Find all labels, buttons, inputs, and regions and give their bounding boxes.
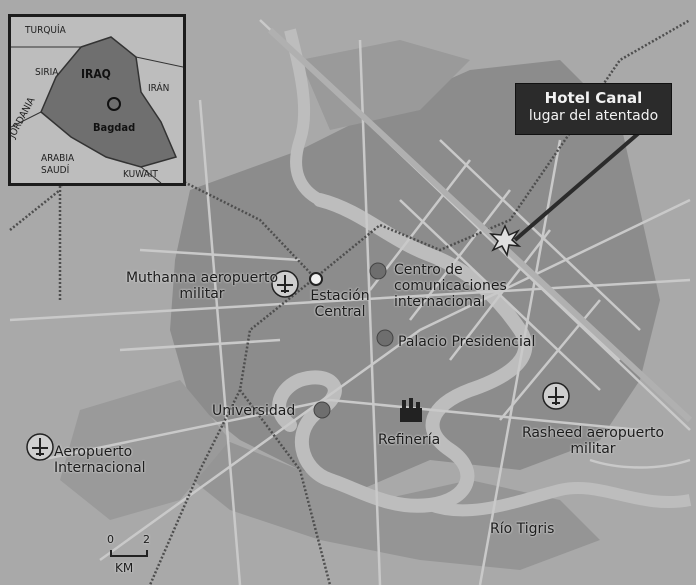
inset-country-siria: SIRIA [35,67,59,78]
explosion-icon [488,224,522,258]
railway-station-icon [309,272,323,286]
label-universidad: Universidad [212,403,296,419]
urban-area-west [60,380,230,520]
inset-capital: Bagdad [93,121,136,134]
scale-bar: 0 2 KM [105,532,165,582]
landmark-dot-icon [376,329,394,347]
inset-country-kuwait: KUWAIT [123,169,158,180]
callout-pointer [513,130,642,242]
landmark-dot-icon [313,401,331,419]
label-muthanna: Muthanna aeropuerto militar [125,270,279,302]
label-rasheed: Rasheed aeropuerto militar [521,425,665,457]
label-centro-comunicaciones: Centro de comunicaciones internacional [394,262,507,310]
urban-area-north [300,40,470,130]
scale-min: 0 [107,533,114,546]
inset-locator-map: TURQUÍA SIRIA IRÁN JORDANIA ARABIA SAUDÍ… [8,14,186,186]
label-refineria: Refinería [378,432,441,448]
refinery-icon [400,398,422,422]
label-estacion-central: Estación Central [310,288,370,320]
inset-country-iran: IRÁN [148,83,170,94]
label-rio-tigris: Río Tigris [490,521,555,537]
scale-graphic [110,550,148,557]
airport-icon [26,433,54,461]
scale-max: 2 [143,533,150,546]
inset-country-turquia: TURQUÍA [25,25,66,36]
label-aeropuerto-internacional: Aeropuerto Internacional [54,444,146,476]
capital-marker-icon [107,97,121,111]
scale-unit: KM [115,561,134,575]
callout-subtitle: lugar del atentado [528,108,659,124]
airport-icon [542,382,570,410]
inset-country-arabia: ARABIA SAUDÍ [41,153,75,176]
tigris-river [272,193,533,513]
airport-icon [271,270,299,298]
inset-country-iraq: IRAQ [81,67,111,81]
callout-title: Hotel Canal [544,89,643,107]
landmark-dot-icon [369,262,387,280]
attack-callout: Hotel Canal lugar del atentado [515,83,672,135]
label-palacio-presidencial: Palacio Presidencial [398,334,536,350]
